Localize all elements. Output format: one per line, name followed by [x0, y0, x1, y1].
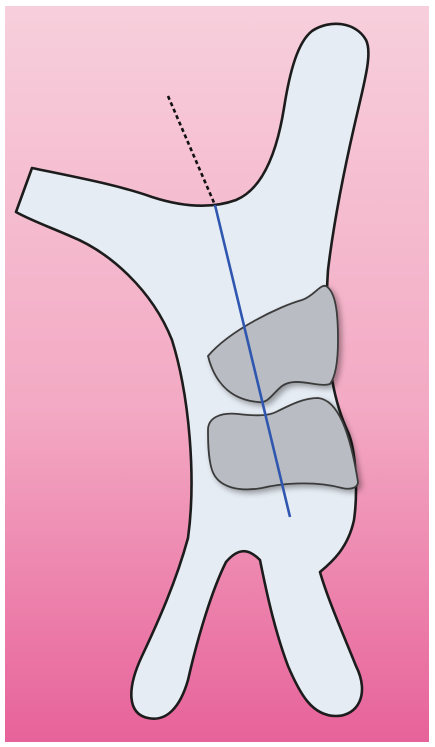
diagram-frame	[0, 0, 435, 747]
diagram-svg	[0, 0, 435, 747]
